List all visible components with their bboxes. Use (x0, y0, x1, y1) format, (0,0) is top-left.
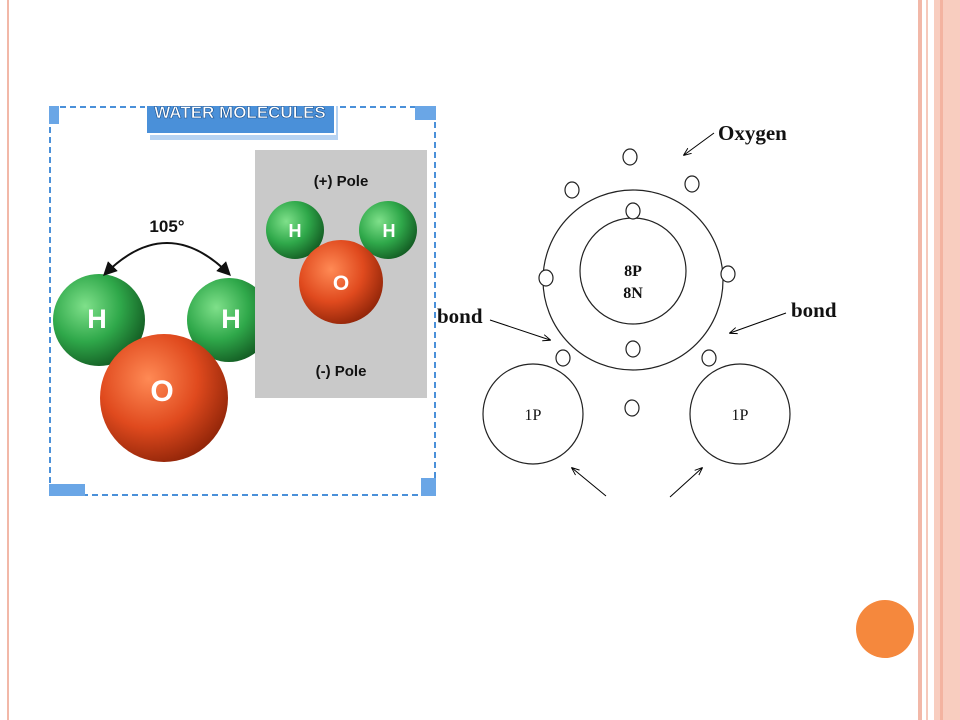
bond-arrow-left (489, 319, 550, 340)
electron (625, 202, 641, 220)
hydrogen-arrow-right (669, 468, 702, 498)
negative-pole-label: (-) Pole (316, 363, 367, 380)
hydrogen-nucleus: 1P (525, 407, 542, 424)
hydrogen-atom (359, 201, 417, 259)
bond-label-left: bond (437, 304, 483, 328)
water-molecules-image: WATER MOLECULES H H O 105° (+) Pole H H … (49, 106, 436, 496)
oxygen-label: Oxygen (718, 121, 787, 145)
electron (684, 175, 700, 193)
hydrogen-atom (53, 274, 145, 366)
right-frame-stripe (918, 0, 922, 720)
electron (625, 340, 641, 358)
electron (720, 265, 736, 283)
covalent-bond-diagram: 8P 8N 1P 1P Oxygen bond bond (437, 121, 837, 498)
oxygen-arrow (684, 132, 715, 155)
right-frame-stripe (926, 0, 928, 720)
electrons (538, 148, 736, 417)
frame-corner (415, 106, 436, 120)
electron (538, 269, 554, 287)
left-frame-line (7, 0, 9, 720)
decorative-orange-circle (856, 600, 914, 658)
bond-angle-label: 105° (149, 217, 184, 236)
bond-label-right: bond (791, 298, 837, 322)
frame-corner (49, 484, 85, 496)
oxygen-atom (100, 334, 228, 462)
hydrogen-atom (187, 278, 271, 362)
nucleus-neutrons: 8N (623, 285, 643, 302)
oxygen-atom (299, 240, 383, 324)
right-frame-band (934, 0, 960, 720)
frame-corner (421, 478, 436, 496)
hydrogen-symbol: H (289, 221, 302, 241)
bond-angle-arc (103, 242, 231, 276)
bond-arrow-right (730, 312, 787, 333)
hydrogen-symbol: H (87, 304, 107, 334)
title-banner (145, 106, 336, 135)
oxygen-symbol: O (333, 272, 349, 295)
electron (564, 181, 580, 199)
right-frame-stripe (940, 0, 943, 720)
electron (624, 399, 640, 417)
electron (701, 349, 717, 367)
positive-pole-label: (+) Pole (314, 173, 369, 190)
hydrogen-symbol: H (383, 221, 396, 241)
hydrogen-shell (482, 363, 584, 465)
electron (622, 148, 638, 166)
frame-corner (49, 106, 59, 124)
hydrogen-arrow-left (572, 468, 607, 497)
hydrogen-nucleus: 1P (732, 407, 749, 424)
hydrogen-symbol: H (221, 304, 241, 334)
nucleus-protons: 8P (624, 263, 642, 280)
hydrogen-shell (689, 363, 791, 465)
diagram-title: WATER MOLECULES (154, 106, 326, 122)
oxygen-symbol: O (150, 375, 173, 408)
hydrogen-atom (266, 201, 324, 259)
electron (555, 349, 571, 367)
